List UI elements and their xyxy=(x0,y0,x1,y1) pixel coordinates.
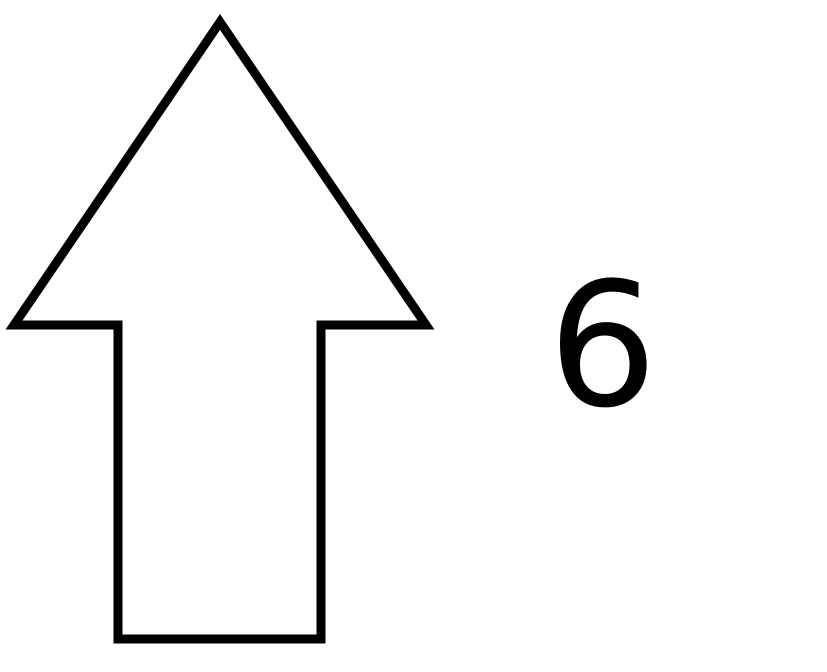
up-arrow-outline xyxy=(5,13,435,644)
number-label: 6 xyxy=(548,245,658,446)
up-arrow-icon xyxy=(5,13,435,644)
